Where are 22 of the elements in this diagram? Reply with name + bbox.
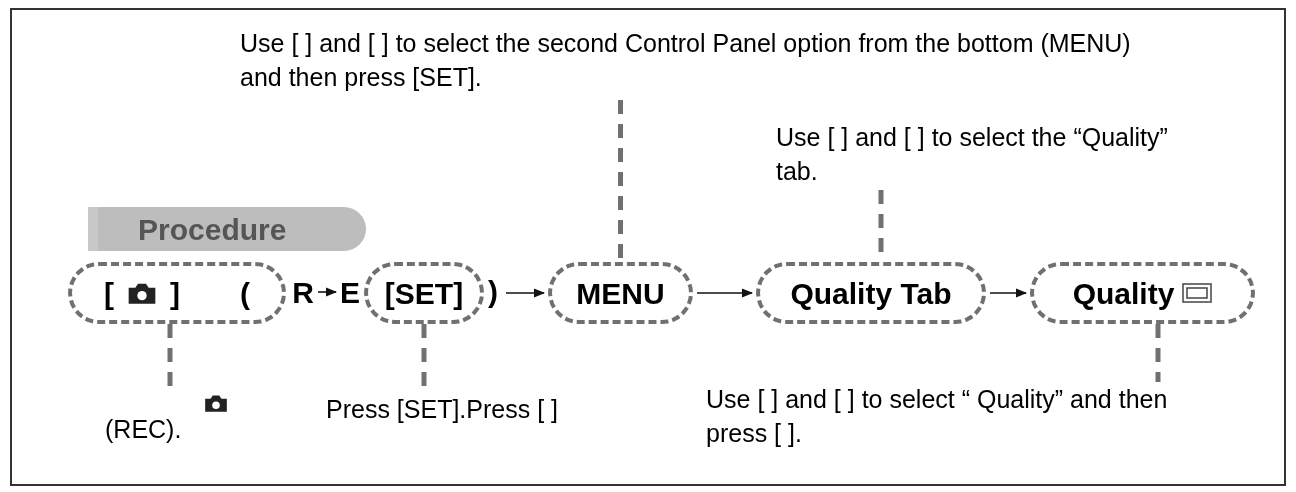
- callout-text: Press [SET].Press [ ]: [326, 394, 559, 425]
- procedure-banner: [88, 207, 366, 251]
- banner-title: Procedure: [138, 211, 287, 248]
- step-text: E: [340, 272, 360, 312]
- step-text: ): [488, 274, 498, 310]
- leader-line: [1155, 324, 1161, 382]
- step-text: ]: [170, 275, 180, 312]
- callout-text: Use [ ] and [ ] to select the “Quality” tab.: [776, 122, 1169, 187]
- step-text: R: [292, 272, 314, 312]
- arrow: [696, 288, 754, 298]
- callout-text: Use [ ] and [ ] to select “ Quality” and then press [ ].: [706, 384, 1169, 449]
- callout-text: (REC).: [105, 414, 182, 445]
- step-text: Quality: [1072, 275, 1175, 312]
- step-text: Quality Tab: [790, 275, 952, 312]
- arrow: [989, 288, 1028, 298]
- step-text: [: [104, 275, 114, 312]
- callout-text: Use [ ] and [ ] to select the second Control Panel option from the bottom (MENU) and then press [SET].: [240, 28, 1132, 93]
- arrow: [505, 288, 546, 298]
- step-text: [SET]: [384, 275, 464, 312]
- step-text: (: [240, 275, 250, 312]
- arrow: [317, 287, 338, 297]
- step-text: MENU: [576, 275, 665, 312]
